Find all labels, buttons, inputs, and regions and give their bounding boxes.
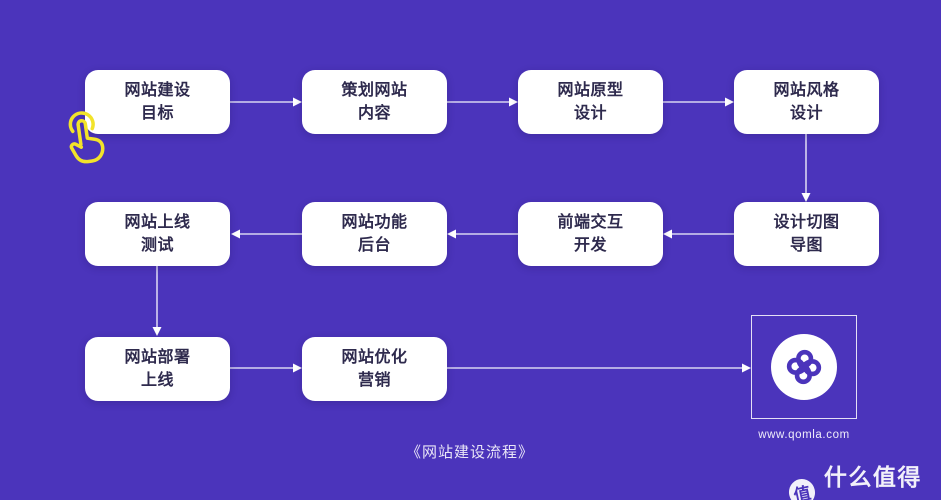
flow-node-plan-content: 策划网站 内容: [302, 70, 447, 134]
flow-node-label: 网站风格 设计: [773, 82, 840, 122]
arrowhead-right-icon: [293, 97, 302, 107]
flow-node-function-backend: 网站功能 后台: [302, 202, 447, 266]
flow-node-frontend-dev: 前端交互 开发: [518, 202, 663, 266]
logo-website-url: www.qomla.com: [758, 429, 850, 441]
arrowhead-left-icon: [447, 229, 456, 239]
arrowhead-right-icon: [509, 97, 518, 107]
flow-node-style-design: 网站风格 设计: [734, 70, 879, 134]
flow-node-goal: 网站建设 目标: [85, 70, 230, 134]
flow-node-label: 前端交互 开发: [557, 214, 624, 254]
diagram-caption: 《网站建设流程》: [405, 444, 534, 461]
knot-logo-icon: [786, 349, 822, 385]
flow-node-deploy-launch: 网站部署 上线: [85, 337, 230, 401]
tap-hand-icon: [68, 111, 105, 164]
flow-node-prototype-design: 网站原型 设计: [518, 70, 663, 134]
flow-node-label: 网站上线 测试: [124, 214, 191, 254]
flow-node-design-slicing: 设计切图 导图: [734, 202, 879, 266]
flow-node-label: 网站功能 后台: [341, 214, 408, 254]
flow-node-label: 网站原型 设计: [557, 82, 624, 122]
smzdm-coin-icon: 值: [786, 476, 818, 500]
qomla-logo-icon: [771, 334, 837, 400]
flow-node-launch-testing: 网站上线 测试: [85, 202, 230, 266]
arrowhead-right-icon: [742, 363, 751, 373]
arrowhead-left-icon: [231, 229, 240, 239]
connector-arrowheads: [152, 97, 811, 373]
arrowhead-right-icon: [293, 363, 302, 373]
arrowhead-down-icon: [801, 193, 811, 202]
flow-node-label: 网站建设 目标: [124, 82, 191, 122]
flow-node-label: 设计切图 导图: [773, 214, 840, 254]
flow-node-optimize-marketing: 网站优化 营销: [302, 337, 447, 401]
flow-node-label: 网站优化 营销: [341, 349, 408, 389]
logo-box: [751, 315, 857, 419]
smzdm-watermark-text: 什么值得买: [823, 464, 922, 500]
flow-node-label: 策划网站 内容: [341, 82, 408, 122]
flow-node-label: 网站部署 上线: [124, 349, 191, 389]
connector-lines: [156, 101, 807, 369]
arrowhead-right-icon: [725, 97, 734, 107]
arrowhead-down-icon: [152, 327, 162, 336]
smzdm-watermark: 值 什么值得买: [786, 458, 941, 500]
arrowhead-left-icon: [663, 229, 672, 239]
